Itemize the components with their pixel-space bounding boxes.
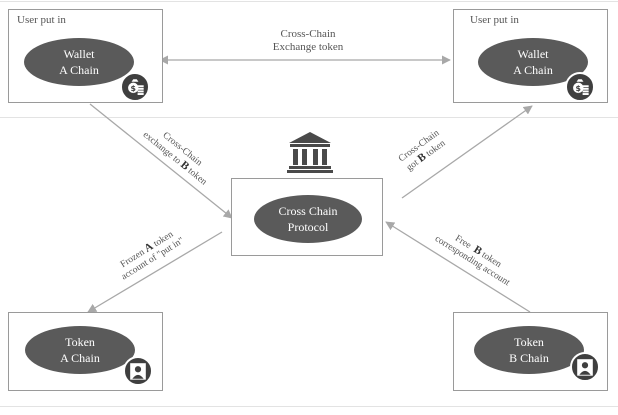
wallet-a-box-label: User put in — [17, 14, 66, 26]
bank-building-icon — [287, 132, 333, 173]
token-b-ellipse: Token B Chain — [474, 326, 584, 374]
wallet-a-title: Wallet — [63, 47, 95, 61]
arrow-protocol-to-token-a — [87, 231, 223, 313]
token-b-subtitle: B Chain — [509, 351, 549, 365]
money-bag-icon: $ — [120, 72, 150, 102]
arrow-token-b-to-protocol — [385, 221, 531, 313]
arrow-wallet-to-protocol — [89, 103, 233, 219]
svg-text:$: $ — [131, 84, 136, 93]
user-icon — [570, 352, 600, 382]
protocol-subtitle: Protocol — [287, 220, 329, 234]
exchange-token-line2: Exchange token — [272, 41, 344, 53]
svg-text:$: $ — [576, 84, 581, 93]
middle-rule — [0, 117, 618, 118]
arrow-protocol-to-wallet-b — [401, 105, 533, 199]
token-a-title: Token — [65, 335, 95, 349]
bottom-rule — [0, 406, 618, 407]
token-b-title: Token — [514, 335, 544, 349]
user-icon — [123, 356, 153, 386]
wallet-a-subtitle: A Chain — [59, 63, 99, 77]
wallet-b-ellipse: Wallet A Chain — [478, 38, 588, 86]
exchange-token-label: Cross-Chain Exchange token — [248, 28, 368, 54]
protocol-ellipse: Cross Chain Protocol — [254, 195, 362, 243]
protocol-title: Cross Chain — [278, 204, 338, 218]
token-a-subtitle: A Chain — [60, 351, 100, 365]
token-a-ellipse: Token A Chain — [25, 326, 135, 374]
wallet-b-title: Wallet — [517, 47, 549, 61]
wallet-a-ellipse: Wallet A Chain — [24, 38, 134, 86]
exchange-token-line1: Cross-Chain — [280, 28, 336, 40]
wallet-b-subtitle: A Chain — [513, 63, 553, 77]
money-bag-icon: $ — [565, 72, 595, 102]
top-rule — [0, 1, 618, 2]
wallet-b-box-label: User put in — [470, 14, 519, 26]
